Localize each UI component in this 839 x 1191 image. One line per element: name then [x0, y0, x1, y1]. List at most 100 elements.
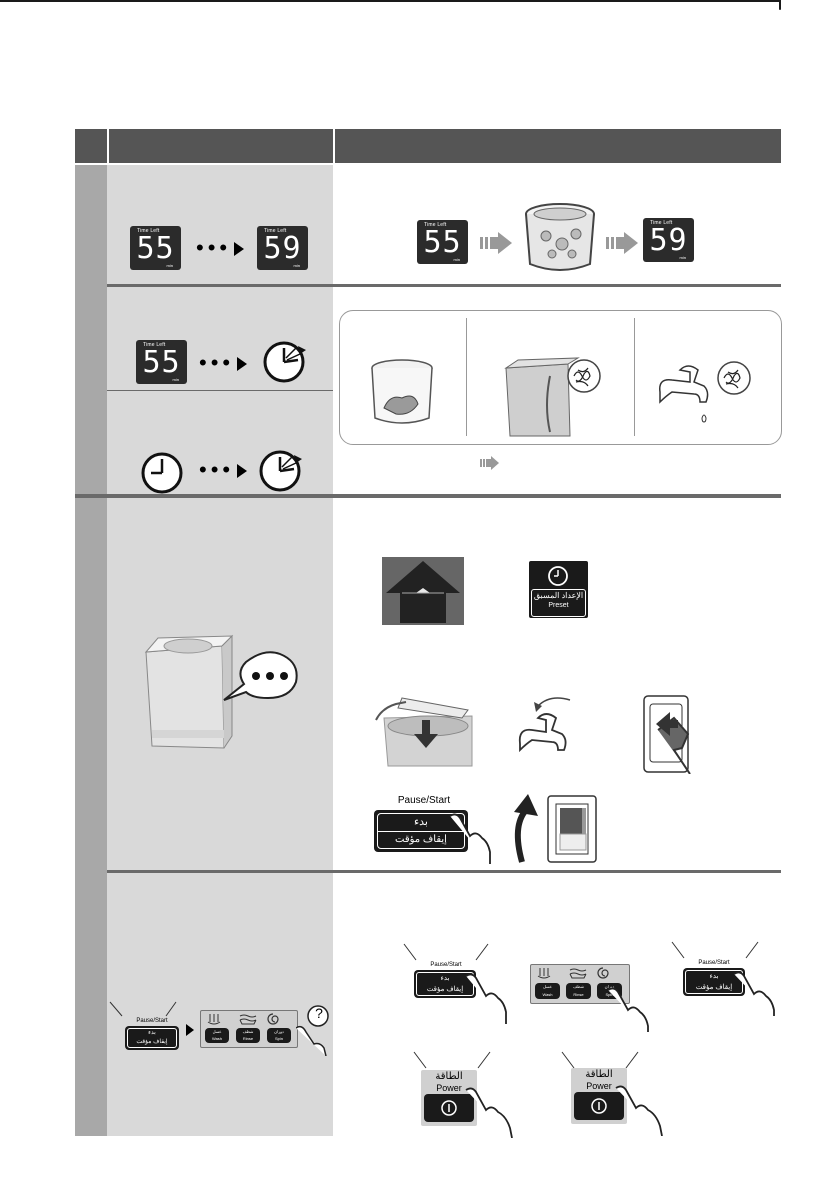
close-lid-icon: [375, 697, 473, 767]
course-icons: [207, 1013, 279, 1025]
faucet-clog-icon: [659, 361, 751, 423]
clock-icon: [141, 452, 183, 494]
time-left-label: Time Left: [424, 222, 447, 228]
row-separator: [107, 284, 781, 287]
rinse-button[interactable]: شطف Rinse: [236, 1028, 260, 1043]
power-label-ar: الطاقة: [435, 1071, 463, 1082]
pressing-finger-icon: [465, 1087, 513, 1138]
finger-question-icon: [296, 1005, 329, 1056]
pressing-finger-icon: [733, 971, 775, 1016]
box-divider: [466, 318, 467, 436]
display-value: 55: [423, 225, 462, 260]
wash-label-ar: غسل: [543, 984, 552, 989]
pause-label-ar: إيقاف مؤقت: [426, 986, 464, 993]
display-59: Time Left 59 min: [643, 218, 694, 262]
progress-dots: •••: [196, 235, 232, 260]
start-label-ar: بدء: [148, 1030, 156, 1036]
clock-icon: [548, 566, 568, 586]
pressing-finger-icon: [607, 987, 649, 1032]
timer-extended-icon: [263, 341, 306, 383]
preset-button[interactable]: الإعداد المسبق Preset: [529, 561, 588, 618]
wash-label-en: Wash: [211, 1036, 223, 1041]
wash-button[interactable]: غسل Wash: [535, 983, 560, 999]
power-button[interactable]: [574, 1092, 624, 1120]
pause-label-ar: إيقاف مؤقت: [695, 984, 733, 991]
header-cell-solution: [335, 129, 781, 163]
wash-label-en: Wash: [542, 992, 553, 997]
causes-box: [339, 310, 782, 445]
section-1-sidebar: [75, 165, 107, 494]
power-label-en: Power: [436, 1083, 462, 1093]
display-value: 55: [142, 345, 181, 380]
section-1-left-panel: [107, 165, 333, 494]
power-label-ar: الطاقة: [585, 1069, 613, 1080]
rinse-label-ar: شطف: [573, 984, 584, 989]
button-highlight-lines: [109, 1001, 177, 1017]
double-arrow-small-icon: [480, 456, 499, 470]
spin-label-en: Spin: [274, 1036, 283, 1041]
drain-hose-clog-icon: [504, 357, 601, 437]
power-icon: [441, 1100, 457, 1116]
arrow-right-icon: [234, 242, 244, 256]
washer-speech-icon: [144, 634, 298, 749]
question-mark: ?: [315, 1005, 323, 1021]
progress-dots: •••: [199, 457, 235, 482]
double-arrow-icon: [480, 232, 512, 254]
preset-label-en: Preset: [548, 602, 569, 609]
time-left-label: Time Left: [137, 228, 160, 234]
pressing-finger-icon: [449, 813, 491, 864]
course-icons: [537, 967, 609, 979]
double-arrow-icon: [606, 232, 638, 254]
section-separator: [75, 494, 781, 498]
start-label-ar: بدء: [378, 814, 464, 832]
header-cell-problem: [109, 129, 333, 163]
pressing-finger-icon: [615, 1085, 663, 1136]
pause-label-ar: إيقاف مؤقت: [395, 834, 447, 845]
display-value: 59: [649, 223, 688, 258]
washing-tub-icon: [525, 203, 595, 271]
button-highlight-lines: [403, 943, 489, 961]
min-label: min: [453, 257, 460, 262]
display-value: 59: [263, 231, 302, 266]
power-button[interactable]: [424, 1094, 474, 1122]
arrow-right-icon: [186, 1024, 194, 1036]
pause-label-ar: إيقاف مؤقت: [136, 1039, 168, 1045]
pause-start-button[interactable]: بدء إيقاف مؤقت: [414, 970, 476, 998]
spin-label-ar: دوران: [274, 1029, 284, 1034]
time-left-label: Time Left: [264, 228, 287, 234]
start-label-ar: بدء: [709, 973, 719, 980]
pause-start-button[interactable]: بدء إيقاف مؤقت: [125, 1026, 179, 1050]
spin-label-en: Spin: [605, 992, 614, 997]
arrow-right-icon: [237, 464, 247, 478]
button-highlight-lines: [671, 941, 759, 959]
spin-label-ar: دوران: [604, 984, 615, 989]
spin-button[interactable]: دوران Spin: [267, 1028, 291, 1043]
rinse-button[interactable]: شطف Rinse: [566, 983, 591, 999]
row-separator-thin: [107, 390, 333, 391]
button-highlight-lines: [413, 1051, 491, 1069]
header-cell-number: [75, 129, 107, 163]
preset-label-ar: الإعداد المسبق: [533, 591, 584, 600]
breaker-switch-on-icon: [514, 794, 597, 863]
display-55: Time Left 55 min: [417, 220, 468, 264]
arrow-right-icon: [237, 357, 247, 371]
pause-start-button-inner: بدء إيقاف مؤقت: [127, 1028, 177, 1048]
pressing-finger-icon: [465, 973, 507, 1024]
top-border: [0, 0, 779, 2]
time-left-label: Time Left: [650, 220, 673, 226]
wash-button[interactable]: غسل Wash: [205, 1028, 229, 1043]
rinse-label-en: Rinse: [242, 1036, 254, 1041]
min-label: min: [172, 377, 179, 382]
rinse-label-en: Rinse: [573, 992, 584, 997]
wash-label-ar: غسل: [212, 1029, 222, 1034]
preset-label-box: الإعداد المسبق Preset: [531, 589, 586, 617]
button-highlight-lines: [561, 1051, 639, 1069]
display-55: Time Left 55 min: [136, 340, 187, 384]
start-label-ar: بدء: [440, 975, 450, 982]
pause-start-label: Pause/Start: [698, 960, 730, 966]
min-label: min: [293, 263, 300, 268]
top-border-corner: [779, 0, 781, 10]
section-2-sidebar: [75, 497, 107, 1136]
power-label-en: Power: [586, 1081, 612, 1091]
pause-start-label: Pause/Start: [136, 1018, 168, 1024]
